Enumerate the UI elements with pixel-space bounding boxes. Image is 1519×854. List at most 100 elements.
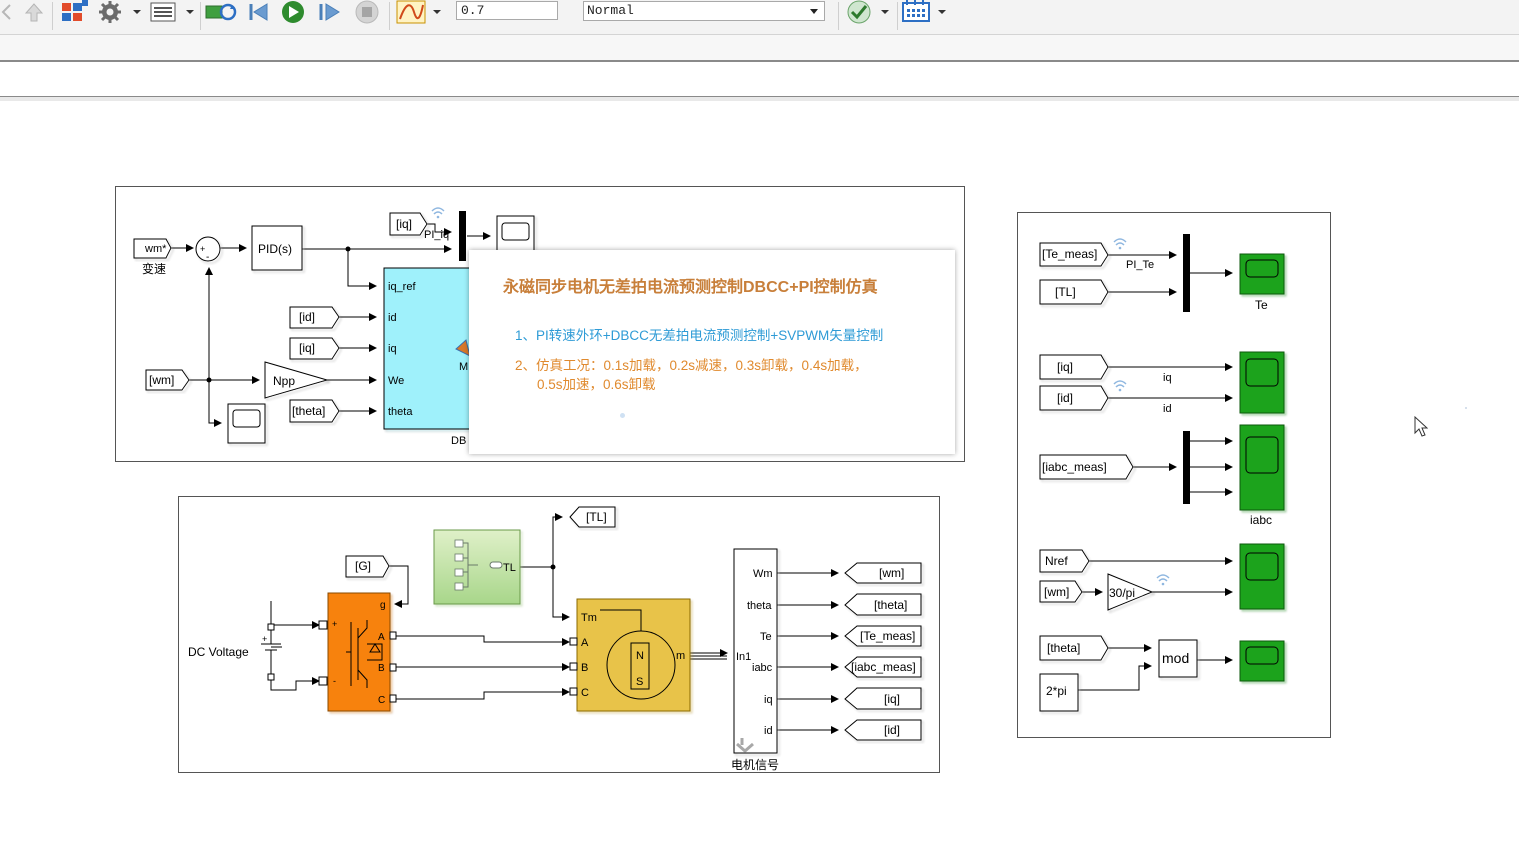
goto-block-wm[interactable]: [wm] <box>844 562 922 584</box>
from-block-iq-top[interactable]: [iq] <box>389 212 428 236</box>
banner-line-1: 1、PI转速外环+DBCC无差拍电流预测控制+SVPWM矢量控制 <box>515 328 884 343</box>
scope-block-theta[interactable] <box>1239 640 1285 682</box>
from-block-tl[interactable]: [TL] <box>1039 279 1109 305</box>
dbcc-subsystem-block[interactable]: iq_ref id iq We theta M <box>383 267 475 430</box>
bus-selector-block[interactable]: In1 Wm theta Te iabc iq id <box>733 548 778 754</box>
demux-in-port: In1 <box>736 651 751 663</box>
update-diagram-icon[interactable] <box>204 0 238 24</box>
mux-bar-te[interactable] <box>1183 234 1190 312</box>
goto-block-theta[interactable]: [theta] <box>844 593 922 616</box>
model-settings-gear-icon[interactable] <box>96 0 142 24</box>
stop-icon[interactable] <box>352 0 382 24</box>
goto-te-label: [Te_meas] <box>860 629 915 643</box>
motor-m-port: m <box>676 650 685 662</box>
banner-line-2: 2、仿真工况：0.1s加载，0.2s减速，0.3s卸载，0.4s加载， 0.5s… <box>515 356 868 394</box>
motor-a-port: A <box>581 637 589 649</box>
wm-star-label: wm* <box>144 243 167 255</box>
from-block-wm[interactable]: [wm] <box>145 369 190 391</box>
iabc-scope-label: iabc <box>1250 513 1272 527</box>
from-block-iq[interactable]: [iq] <box>289 337 340 360</box>
inverter-g-port: g <box>380 600 386 611</box>
from-block-iq-scope[interactable]: [iq] <box>1039 354 1109 380</box>
scope-block-wm[interactable] <box>227 403 266 444</box>
run-play-icon[interactable] <box>278 0 308 24</box>
inverter-block[interactable]: + - g A B C <box>318 592 397 712</box>
demux-iq-port: iq <box>764 694 773 706</box>
load-torque-signal-builder-block[interactable]: TL <box>433 529 521 605</box>
demux-bar-iabc[interactable] <box>1183 431 1190 504</box>
scope-block-iabc[interactable] <box>1239 424 1285 511</box>
goto-theta-label: [theta] <box>874 598 907 612</box>
from-block-iabc-meas[interactable]: [iabc_meas] <box>1039 454 1134 480</box>
scope-block-te[interactable] <box>1239 253 1285 295</box>
demux-id-port: id <box>764 725 773 737</box>
scope-block-iq[interactable] <box>496 215 535 257</box>
model-breadcrumb-bar <box>0 35 1519 62</box>
scope-area-frame <box>1017 212 1331 738</box>
goto-block-tl[interactable]: [TL] <box>569 506 616 528</box>
annotation-banner: 永磁同步电机无差拍电流预测控制DBCC+PI控制仿真 1、PI转速外环+DBCC… <box>469 250 955 454</box>
demux-theta-port: theta <box>747 600 772 612</box>
demux-te-port: Te <box>760 631 772 643</box>
wm-from-label: [wm] <box>1044 585 1069 599</box>
from-block-g[interactable]: [G] <box>345 555 390 578</box>
banner-dot <box>620 413 625 418</box>
goto-block-id[interactable]: [id] <box>844 719 922 741</box>
constant-block-2pi[interactable]: 2*pi <box>1039 673 1079 712</box>
demux-wm-port: Wm <box>753 568 773 580</box>
stop-time-input[interactable]: 0.7 <box>456 1 558 20</box>
goto-block-iabc[interactable]: [iabc_meas] <box>844 656 922 678</box>
inverter-a-port: A <box>378 632 385 643</box>
scope-block-idq[interactable] <box>1239 351 1285 414</box>
iabc-from-label: [iabc_meas] <box>1042 460 1107 474</box>
wifi-icon <box>1113 238 1127 250</box>
toolbar: 0.7 Normal <box>0 0 1519 35</box>
pi-te-label: PI_Te <box>1126 259 1154 271</box>
from-block-id[interactable]: [id] <box>289 306 340 329</box>
dc-voltage-source-block[interactable]: + <box>261 623 281 681</box>
iq-tag-label-2: [iq] <box>299 341 315 355</box>
math-function-mod-block[interactable]: mod <box>1158 639 1198 678</box>
from-block-theta[interactable]: [theta] <box>289 399 340 423</box>
tl-output-label: TL <box>503 562 516 574</box>
from-block-te-meas[interactable]: [Te_meas] <box>1039 242 1109 267</box>
port-we: We <box>388 375 404 387</box>
goto-block-te[interactable]: [Te_meas] <box>844 625 922 647</box>
sum-block[interactable]: + - <box>195 236 221 263</box>
from-block-theta-scope[interactable]: [theta] <box>1039 635 1109 661</box>
simulation-mode-select[interactable]: Normal <box>583 1 825 21</box>
from-block-wm-star[interactable]: wm* <box>133 238 172 259</box>
port-iq-ref: iq_ref <box>388 281 416 293</box>
tl-tag-label: [TL] <box>586 510 607 524</box>
goto-block-iq[interactable]: [iq] <box>844 687 922 710</box>
pid-controller-block[interactable]: PID(s) <box>251 225 303 271</box>
mux-bar-iq[interactable] <box>459 211 466 261</box>
model-advisor-check-icon[interactable] <box>843 0 893 24</box>
back-arrow-icon[interactable] <box>0 0 14 24</box>
gain-30-pi-label: 30/pi <box>1109 586 1135 600</box>
pmsm-machine-block[interactable]: Tm A B C m N S <box>569 598 691 712</box>
from-block-nref[interactable]: Nref <box>1039 549 1090 573</box>
gain-block-30-pi[interactable]: 30/pi <box>1107 573 1154 611</box>
scope-block-speed[interactable] <box>1239 543 1285 610</box>
motor-tm-port: Tm <box>581 612 597 624</box>
iq-tag-label: [iq] <box>396 217 412 231</box>
gain-block-npp[interactable]: Npp <box>264 361 329 399</box>
model-explorer-icon[interactable] <box>148 0 196 24</box>
from-block-wm-scope[interactable]: [wm] <box>1039 580 1083 603</box>
banner-title: 永磁同步电机无差拍电流预测控制DBCC+PI控制仿真 <box>503 279 878 296</box>
port-iq: iq <box>388 343 397 355</box>
goto-id-label: [id] <box>884 723 900 737</box>
motor-s-label: S <box>636 676 643 688</box>
inverter-minus-label: - <box>333 676 336 686</box>
id-signal-label: id <box>1163 403 1172 415</box>
library-browser-icon[interactable] <box>60 0 90 24</box>
wifi-icon <box>431 207 445 219</box>
schedule-editor-icon[interactable] <box>900 0 950 24</box>
control-area-frame <box>115 186 965 462</box>
from-block-id-scope[interactable]: [id] <box>1039 385 1109 411</box>
step-back-icon[interactable] <box>243 0 273 24</box>
step-forward-icon[interactable] <box>314 0 344 24</box>
up-arrow-icon[interactable] <box>22 0 46 24</box>
data-inspector-icon[interactable] <box>394 0 446 24</box>
